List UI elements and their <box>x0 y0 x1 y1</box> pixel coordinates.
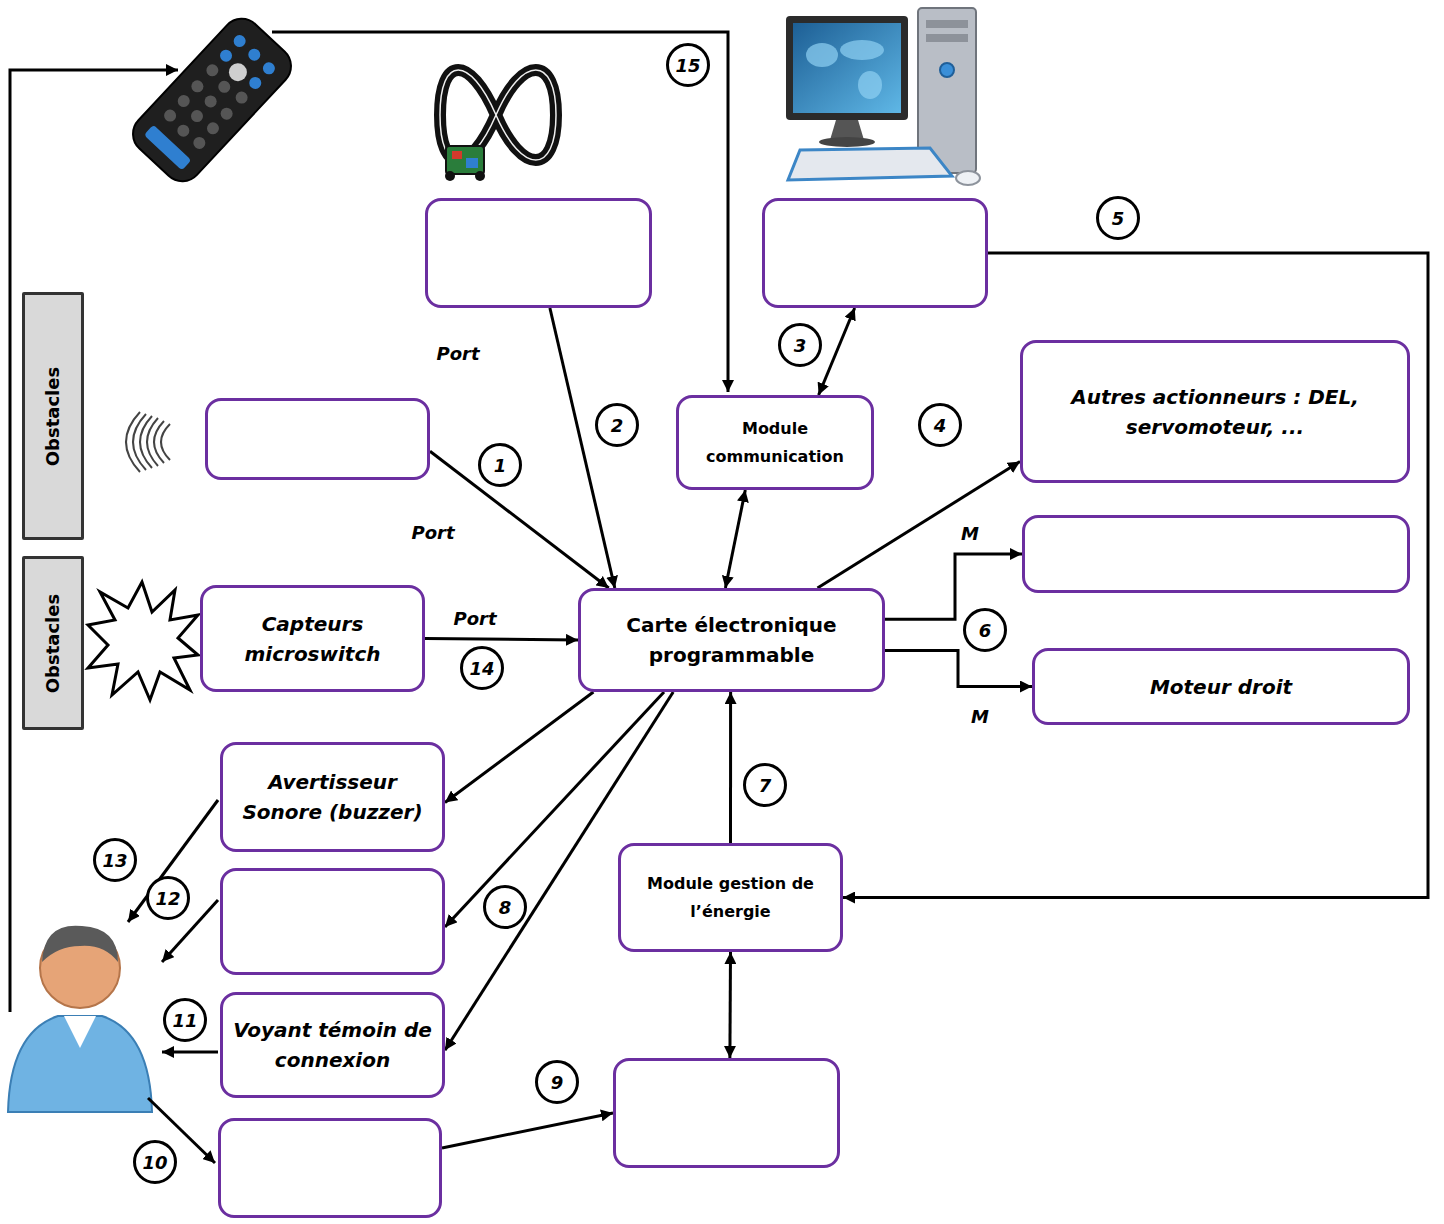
obstacle-band: Obstacles <box>22 556 84 730</box>
controller-box: Carte électronique programmable <box>578 588 885 692</box>
empty-box <box>205 398 430 480</box>
box-label: Module gestion de l’énergie <box>631 870 830 924</box>
callout-number: 9 <box>535 1060 579 1104</box>
callout-number: 10 <box>133 1140 177 1184</box>
power-module-box: Module gestion de l’énergie <box>618 843 843 952</box>
indicator-box: Voyant témoin de connexion <box>220 992 445 1098</box>
callout-number: 2 <box>595 403 639 447</box>
remote-control <box>125 11 299 190</box>
port-label: M <box>959 523 981 544</box>
connector-arrow <box>819 308 855 395</box>
port-label: Port <box>451 608 498 629</box>
callout-number: 7 <box>743 763 787 807</box>
box-label: Avertisseur Sonore (buzzer) <box>233 767 432 827</box>
empty-box <box>762 198 988 308</box>
box-label: Voyant témoin de connexion <box>233 1015 432 1075</box>
port-label: M <box>969 706 991 727</box>
connector-arrow <box>425 639 578 641</box>
line-track <box>440 70 556 181</box>
callout-number: 8 <box>483 885 527 929</box>
connector-arrow <box>442 1113 613 1148</box>
sound-waves <box>126 412 170 472</box>
connector-arrow <box>725 490 745 588</box>
band-label: Obstacles <box>43 593 64 692</box>
connector-arrow <box>445 692 593 803</box>
connector-arrow <box>550 308 615 588</box>
connector-arrow <box>843 253 1428 898</box>
connector-arrow <box>728 952 732 1058</box>
box-label: Autres actionneurs : DEL, servomoteur, .… <box>1065 382 1365 442</box>
empty-box <box>425 198 652 308</box>
callout-number: 11 <box>163 998 207 1042</box>
callout-number: 13 <box>93 838 137 882</box>
empty-box <box>613 1058 840 1168</box>
callout-number: 6 <box>963 608 1007 652</box>
computer-picture <box>786 8 980 185</box>
connector-arrow <box>885 554 1022 619</box>
empty-box <box>218 1118 442 1218</box>
buzzer-box: Avertisseur Sonore (buzzer) <box>220 742 445 852</box>
callout-number: 3 <box>778 323 822 367</box>
empty-box <box>1022 515 1410 593</box>
box-label: Module communication <box>689 415 861 469</box>
sensor-box: Capteurs microswitch <box>200 585 425 692</box>
callout-number: 12 <box>146 876 190 920</box>
obstacle-band: Obstacles <box>22 292 84 540</box>
box-label: Capteurs microswitch <box>213 609 412 669</box>
box-label: Carte électronique programmable <box>591 610 872 670</box>
empty-box <box>220 868 445 975</box>
callout-number: 14 <box>460 646 504 690</box>
callout-number: 5 <box>1096 196 1140 240</box>
callout-number: 4 <box>918 403 962 447</box>
connector-arrow <box>885 650 1032 686</box>
connector-arrow <box>729 692 732 843</box>
user-avatar <box>8 926 152 1112</box>
motor-box: Moteur droit <box>1032 648 1410 725</box>
band-label: Obstacles <box>43 366 64 465</box>
module-box: Module communication <box>676 395 874 490</box>
callout-number: 15 <box>666 43 710 87</box>
port-label: Port <box>434 343 481 364</box>
callout-number: 1 <box>478 443 522 487</box>
actuator-box: Autres actionneurs : DEL, servomoteur, .… <box>1020 340 1410 483</box>
collision-star <box>88 582 198 700</box>
box-label: Moteur droit <box>1150 672 1292 702</box>
port-label: Port <box>409 522 456 543</box>
